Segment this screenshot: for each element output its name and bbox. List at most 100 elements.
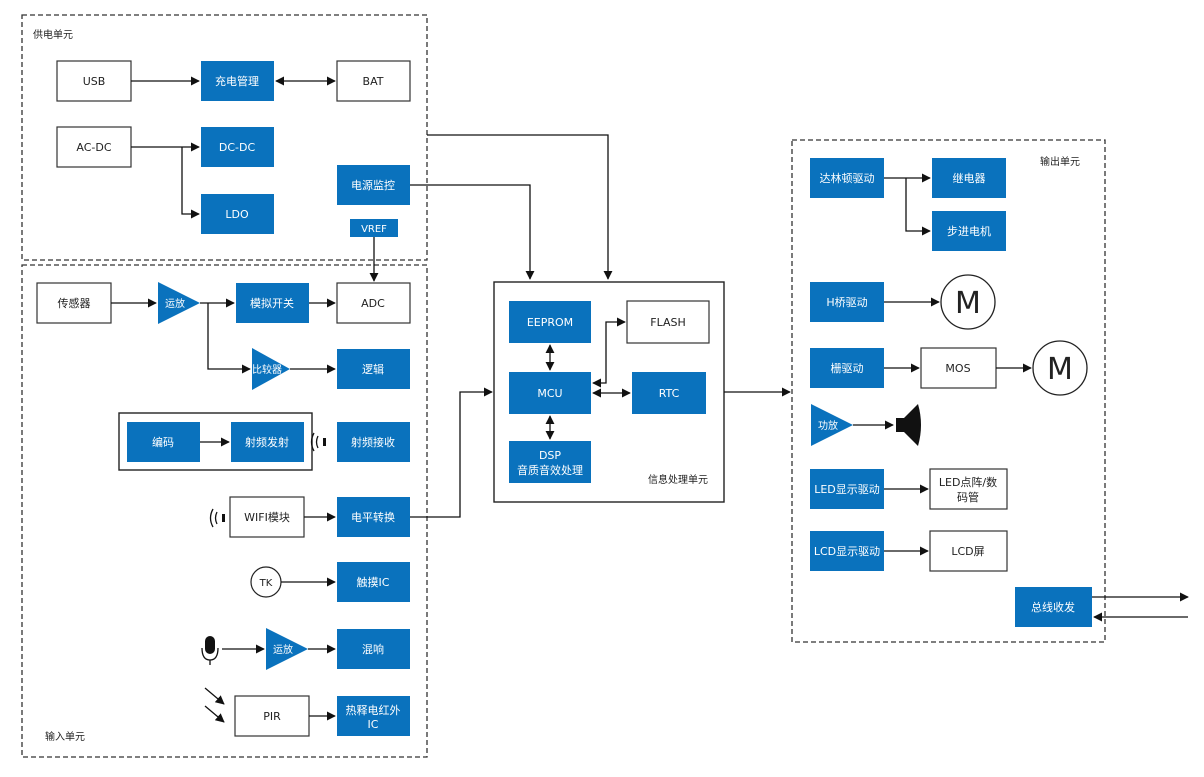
rtc-label: RTC: [659, 387, 680, 400]
pir-box: [234, 695, 310, 737]
usb-label: USB: [83, 75, 106, 88]
adc-label: ADC: [361, 297, 385, 310]
logic-box: [337, 349, 410, 389]
wire-power-to-process: [427, 134, 613, 280]
opamp1-label: 运放: [165, 297, 185, 310]
level-shift-box: [337, 497, 410, 537]
bus-transceiver-label: 总线收发: [1031, 600, 1075, 614]
wire-acdc-ldo: [181, 147, 200, 219]
motor2-circle: [1032, 340, 1088, 396]
vref-box: [350, 219, 398, 237]
led-matrix-label-2: 码管: [957, 490, 979, 504]
power-monitor-box: [337, 165, 410, 205]
adc-box: [336, 282, 411, 324]
darlington-box: [810, 158, 884, 198]
reverb-box: [337, 629, 410, 669]
pir-ic-label-2: IC: [368, 718, 379, 731]
mcu-label: MCU: [537, 387, 562, 400]
acdc-label: AC-DC: [76, 141, 111, 154]
relay-box: [932, 158, 1006, 198]
microphone-icon: [201, 636, 219, 665]
led-driver-box: [810, 469, 884, 509]
dcdc-box: [201, 127, 274, 167]
sensor-label: 传感器: [58, 297, 91, 310]
rf-rx-label: 射频接收: [351, 435, 395, 449]
bus-transceiver-box: [1015, 587, 1092, 627]
rf-rx-box: [337, 422, 410, 462]
darlington-label: 达林顿驱动: [820, 171, 875, 185]
wifi-label: WIFI模块: [244, 511, 290, 524]
dsp-box: [509, 441, 591, 483]
power-monitor-label: 电源监控: [351, 178, 395, 192]
hbridge-box: [810, 282, 884, 322]
dsp-label-1: DSP: [539, 449, 561, 462]
process-unit-label: 信息处理单元: [648, 473, 708, 486]
logic-label: 逻辑: [362, 362, 384, 376]
analog-switch-label: 模拟开关: [250, 296, 294, 310]
motor2-label: M: [1047, 352, 1073, 387]
wifi-signal-icon: [209, 508, 225, 528]
lcd-label: LCD屏: [951, 545, 984, 558]
output-unit-frame: [791, 139, 1106, 643]
gate-driver-box: [810, 348, 884, 388]
bat-box: [336, 60, 411, 102]
opamp1-triangle: [158, 282, 200, 324]
stepper-label: 步进电机: [947, 224, 991, 238]
touch-ic-box: [337, 562, 410, 602]
pir-ic-box: [337, 696, 410, 736]
motor1-circle: [940, 274, 996, 330]
speaker-icon: [896, 404, 921, 446]
wifi-box: [229, 496, 305, 538]
rf-tx-label: 射频发射: [245, 435, 289, 449]
comparator-triangle: [252, 348, 290, 390]
rf-tx-box: [231, 422, 304, 462]
ldo-box: [201, 194, 274, 234]
ldo-label: LDO: [225, 208, 249, 221]
wire-opamp-comparator: [207, 303, 251, 374]
lcd-driver-label: LCD显示驱动: [814, 545, 880, 558]
eeprom-label: EEPROM: [527, 316, 573, 329]
lcd-driver-box: [810, 531, 884, 571]
opamp2-triangle: [266, 628, 308, 670]
vref-label: VREF: [361, 224, 387, 235]
lcd-box: [929, 530, 1008, 572]
mos-box: [920, 347, 997, 389]
dcdc-label: DC-DC: [219, 141, 256, 154]
power-unit-frame: [21, 14, 428, 261]
mcu-box: [509, 372, 591, 414]
infrared-rays-icon: [204, 687, 225, 723]
gate-driver-label: 栅驱动: [831, 361, 864, 375]
level-shift-label: 电平转换: [351, 510, 395, 524]
power-unit-label: 供电单元: [33, 28, 73, 41]
wire-mcu-flash: [592, 317, 626, 388]
touch-ic-label: 触摸IC: [357, 575, 390, 589]
relay-label: 继电器: [953, 172, 986, 185]
pir-ic-label-1: 热释电红外: [346, 704, 401, 717]
comparator-label: 比较器: [252, 363, 282, 376]
wire-level-to-mcu: [410, 387, 493, 518]
reverb-label: 混响: [362, 643, 384, 656]
charge-box: [201, 61, 274, 101]
bat-label: BAT: [363, 75, 384, 88]
stepper-box: [932, 211, 1006, 251]
led-matrix-box: [929, 468, 1008, 510]
amplifier-triangle: [811, 404, 853, 446]
encode-label: 编码: [152, 435, 174, 449]
wire-monitor-to-process: [410, 184, 535, 280]
analog-switch-box: [236, 283, 309, 323]
eeprom-box: [509, 301, 591, 343]
dsp-label-2: 音质音效处理: [517, 463, 583, 477]
input-unit-label: 输入单元: [45, 730, 85, 743]
led-matrix-label-1: LED点阵/数: [939, 475, 997, 489]
charge-label: 充电管理: [215, 74, 259, 88]
opamp2-label: 运放: [273, 643, 293, 656]
hbridge-label: H桥驱动: [826, 296, 867, 309]
encode-box: [127, 422, 200, 462]
output-unit-label: 输出单元: [1040, 155, 1080, 168]
tk-label: TK: [259, 578, 273, 589]
led-driver-label: LED显示驱动: [814, 483, 880, 496]
wire-darlington-stepper: [905, 178, 931, 236]
input-unit-frame: [21, 264, 428, 758]
flash-box: [626, 300, 710, 344]
